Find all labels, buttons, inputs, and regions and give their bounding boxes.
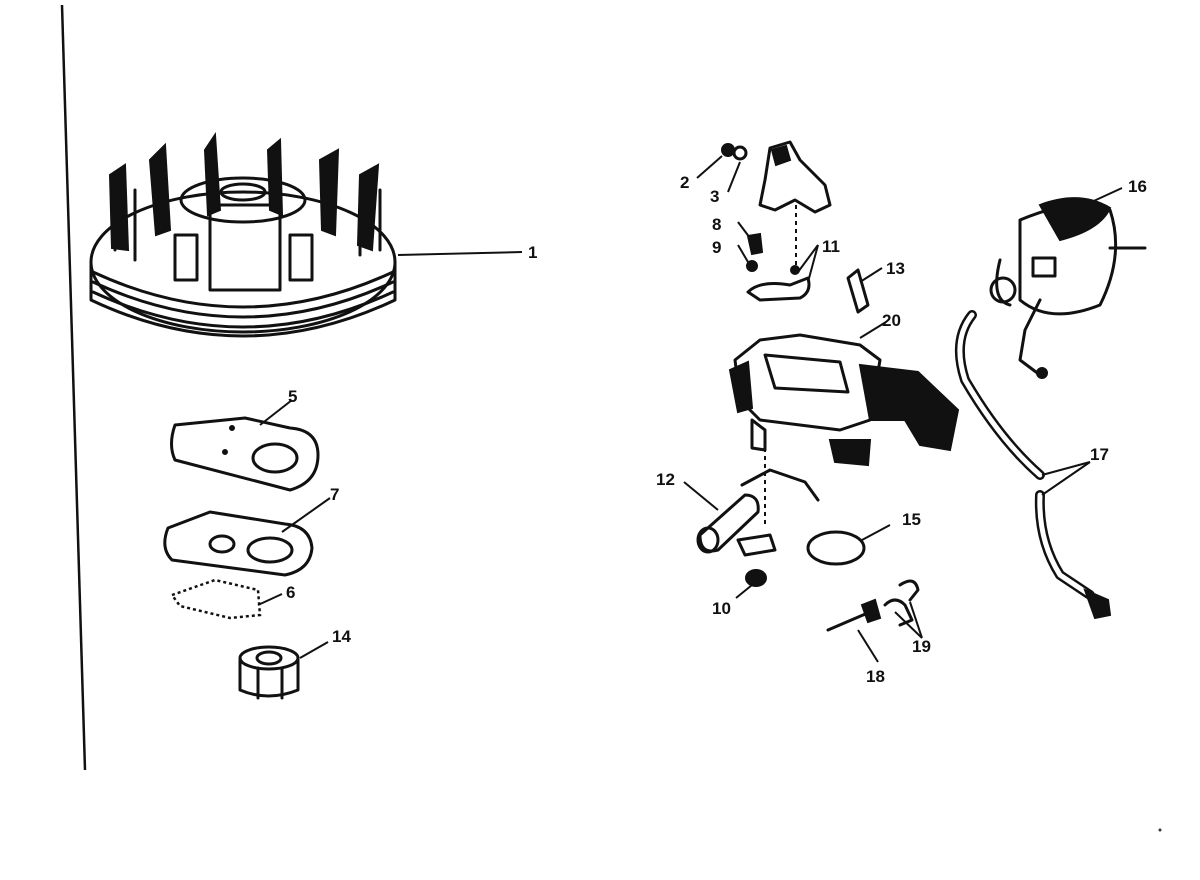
leader-19a — [894, 611, 923, 639]
leader-19b — [909, 601, 923, 639]
leader-11a — [797, 244, 819, 273]
callout-15: 15 — [902, 510, 921, 529]
clip-13 — [846, 268, 870, 314]
screw-8-9 — [746, 232, 811, 302]
leader-7 — [281, 497, 331, 533]
screw-2-3 — [721, 143, 748, 161]
wire-17 — [954, 310, 1112, 620]
gasket-7 — [163, 510, 314, 577]
leader-10 — [735, 584, 753, 599]
callout-7: 7 — [330, 485, 339, 504]
leader-2 — [696, 155, 723, 179]
leader-15 — [861, 524, 891, 541]
leader-11b — [807, 244, 819, 283]
flywheel-part — [89, 131, 397, 338]
leader-9 — [737, 244, 749, 263]
callout-5: 5 — [288, 387, 297, 406]
callout-10: 10 — [712, 599, 731, 618]
leader-3 — [727, 161, 741, 193]
callout-16: 16 — [1128, 177, 1147, 196]
callout-14: 14 — [332, 627, 351, 646]
callout-3: 3 — [710, 187, 719, 206]
leader-18 — [857, 629, 879, 663]
callout-17: 17 — [1090, 445, 1109, 464]
coil-16 — [989, 197, 1147, 379]
callout-9: 9 — [712, 238, 721, 257]
gasket-5 — [170, 416, 320, 492]
plate-6 — [169, 578, 262, 620]
margin-line — [60, 4, 87, 771]
nut-14 — [238, 645, 300, 700]
callout-2: 2 — [680, 173, 689, 192]
leader-1 — [397, 251, 523, 256]
callout-20: 20 — [882, 311, 901, 330]
leader-17a — [1041, 461, 1091, 476]
breaker-bracket — [758, 140, 832, 265]
callout-6: 6 — [286, 583, 295, 602]
callout-13: 13 — [886, 259, 905, 278]
leader-6 — [257, 593, 283, 606]
leader-12 — [683, 481, 719, 511]
speck — [1158, 828, 1162, 832]
callout-12: 12 — [656, 470, 675, 489]
leader-5 — [259, 399, 293, 426]
callout-1: 1 — [528, 243, 537, 262]
leader-16 — [1084, 187, 1123, 206]
callout-8: 8 — [712, 215, 721, 234]
leader-17b — [1041, 461, 1091, 496]
leader-14 — [299, 641, 329, 659]
bracket-20 — [728, 333, 960, 525]
callout-11: 11 — [822, 237, 840, 256]
screw-18-clip-19 — [826, 579, 920, 632]
leader-13 — [859, 267, 883, 283]
plunger-12 — [696, 468, 820, 557]
callout-19: 19 — [912, 637, 931, 656]
leader-20 — [859, 321, 887, 339]
callout-18: 18 — [866, 667, 885, 686]
ring-15 — [806, 530, 866, 566]
leader-8 — [737, 221, 751, 239]
washer-10 — [745, 569, 767, 587]
